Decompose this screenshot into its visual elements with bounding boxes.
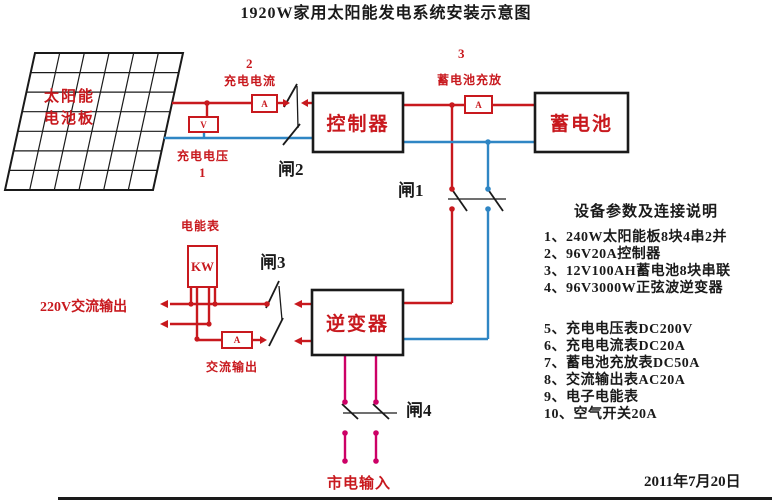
- note-item-10: 10、空气开关20A: [544, 407, 658, 422]
- note-item-9: 9、电子电能表: [544, 390, 639, 405]
- bottom-border-line: [58, 497, 772, 500]
- charge-voltage-meter-box: [188, 116, 219, 133]
- charge-current-symbol: A: [261, 98, 268, 109]
- battery-box: [533, 91, 630, 154]
- note-item-8: 8、交流输出表AC20A: [544, 373, 686, 388]
- solar-panel: [3, 52, 185, 191]
- battery-label: 蓄电池: [549, 114, 613, 135]
- note-item-2: 2、96V20A控制器: [544, 247, 661, 262]
- charge-voltage-label: 充电电压: [177, 149, 230, 163]
- switch-1-label: 闸1: [398, 181, 424, 200]
- meter-index-2: 2: [246, 56, 253, 71]
- switch-2-blades: [282, 83, 301, 146]
- note-item-1: 1、240W太阳能板8块4串2并: [544, 230, 727, 245]
- note-item-7: 7、蓄电池充放表DC50A: [544, 356, 700, 371]
- switch-2-label: 闸2: [278, 160, 304, 179]
- charge-voltage-symbol: V: [200, 119, 207, 130]
- page-title: 1920W家用太阳能发电系统安装示意图: [240, 5, 532, 22]
- switch-4-label: 闸4: [406, 401, 432, 420]
- note-item-4: 4、96V3000W正弦波逆变器: [544, 281, 724, 296]
- energy-meter-unit: KW: [190, 258, 215, 274]
- ac-output-symbol: A: [233, 335, 241, 345]
- inverter-label: 逆变器: [325, 314, 389, 335]
- mains-input-label: 市电输入: [327, 476, 392, 492]
- controller-box: [311, 91, 405, 154]
- switch-1-blades: [448, 187, 506, 212]
- junction-dots: [188, 100, 491, 464]
- note-item-6: 6、充电电流表DC20A: [544, 339, 686, 354]
- component-boxes: [310, 91, 630, 357]
- note-item-5: 5、充电电压表DC200V: [544, 322, 693, 337]
- notes-heading: 设备参数及连接说明: [574, 204, 719, 220]
- charge-current-meter-box: [251, 94, 278, 113]
- meter-index-1: 1: [199, 165, 206, 180]
- inverter-box: [310, 288, 405, 357]
- note-item-3: 3、12V100AH蓄电池8块串联: [544, 264, 731, 279]
- battery-cd-symbol: A: [475, 99, 482, 110]
- battery-cd-label: 蓄电池充放: [437, 73, 503, 87]
- switch-3-label: 闸3: [260, 253, 286, 272]
- meter-index-3: 3: [458, 46, 465, 61]
- solar-panel-label-line1: 太阳能: [44, 89, 96, 105]
- ac-220v-output-label: 220V交流输出: [40, 300, 128, 315]
- ac-output-meter-box: [221, 331, 253, 349]
- battery-cd-meter-box: [464, 95, 493, 114]
- mains-wires: [343, 355, 378, 461]
- arrowheads: [160, 99, 308, 345]
- controller-label: 控制器: [326, 114, 390, 135]
- meter-boxes: [187, 94, 493, 349]
- charge-current-label: 充电电流: [224, 74, 277, 88]
- switch-4-blades: [341, 403, 397, 420]
- switch-3-blades: [265, 280, 284, 347]
- energy-meter-box: [187, 245, 218, 288]
- ac-output-label: 交流输出: [206, 360, 259, 374]
- energy-meter-label: 电能表: [181, 219, 221, 233]
- solar-panel-label-line2: 电池板: [44, 111, 96, 127]
- date-label: 2011年7月20日: [644, 474, 741, 490]
- solar-panel-label: 太阳能 电池板: [44, 86, 95, 130]
